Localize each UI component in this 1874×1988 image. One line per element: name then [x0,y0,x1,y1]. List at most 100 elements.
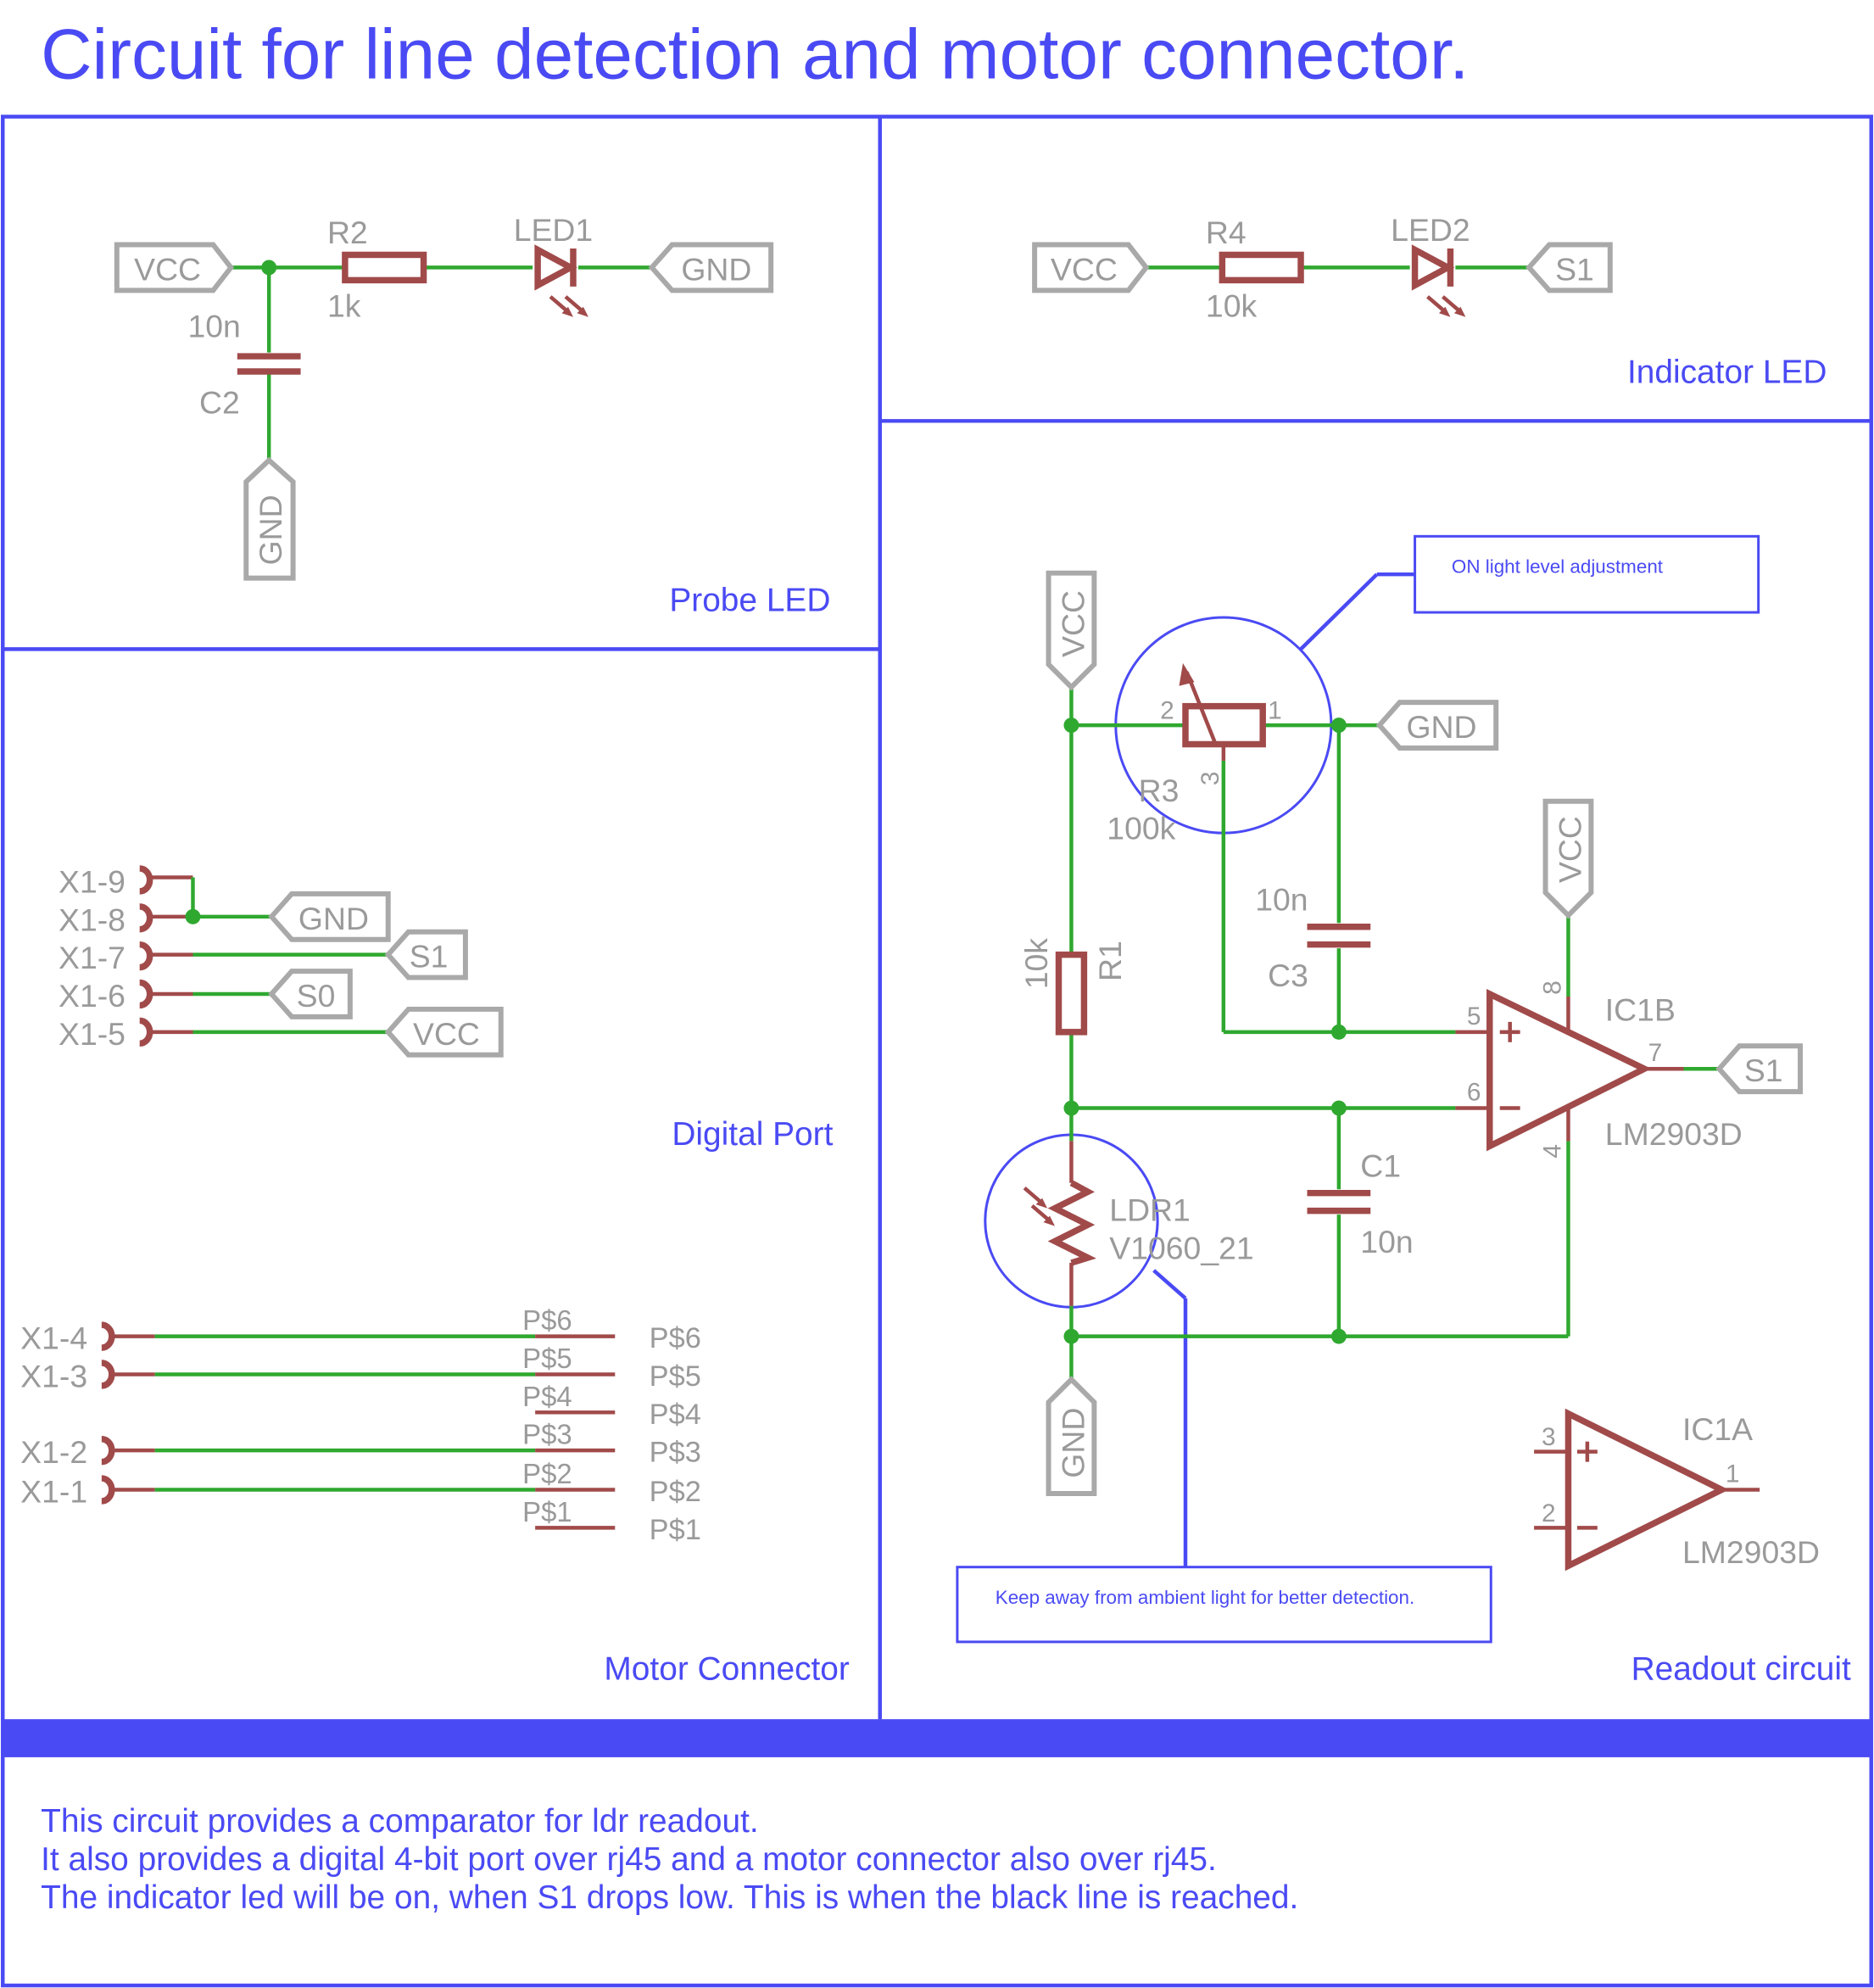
section-motor-connector: Motor Connector [604,1651,849,1688]
pin-number: 6 [1467,1079,1481,1107]
s1-flag: S1 [384,929,468,980]
vcc-flag: VCC [1046,570,1097,691]
c3-value: 10n [1255,881,1308,917]
pad-name: P$6 [522,1304,572,1336]
r1-value: 10k [1018,938,1054,990]
r4-value: 10k [1206,288,1258,324]
connector-contacts [139,865,153,1047]
indicator-led-circuit: VCC R4 10k LED2 S1 [1032,212,1613,324]
pin-number: 2 [1542,1499,1556,1527]
ic1a-name: IC1A [1682,1411,1753,1447]
gnd-flag-right: GND [648,242,774,293]
vcc-label: VCC [413,1016,480,1052]
pin-number: 1 [1726,1460,1740,1488]
junction-dot [1330,1100,1347,1116]
vcc-flag: VCC [1032,242,1150,293]
junction-dot [261,260,277,276]
pin-label: X1-4 [20,1321,87,1356]
r2-name: R2 [327,215,368,250]
note-top: ON light level adjustment [1452,556,1664,578]
r3-potentiometer [1182,702,1266,748]
led1-diode [534,244,588,317]
gnd-flag: GND [1046,1376,1097,1496]
junction-dot [1063,1100,1079,1116]
pad-label: P$6 [650,1322,701,1354]
gnd-label: GND [681,251,751,287]
gnd-flag-bottom: GND [243,456,296,581]
ic1b-name: IC1B [1605,991,1676,1027]
pad-label: P$2 [650,1476,701,1508]
vcc-label: VCC [134,251,201,287]
pin-label: X1-9 [59,863,125,899]
r1-name: R1 [1092,941,1128,981]
pin-label: X1-7 [59,940,125,975]
vcc-label: VCC [1552,816,1587,883]
pad-name: P$3 [522,1419,572,1450]
pad-label: P$4 [650,1399,701,1431]
r4-resistor [1219,251,1304,284]
motor-connector-circuit: X1-4 X1-3 X1-2 X1-1 P$6 P$5 P$4 P$3 P$2 … [20,1304,701,1546]
pin-number: 3 [1542,1423,1556,1451]
junction-dot [1330,718,1347,734]
s1-label: S1 [1744,1053,1783,1088]
pin-number: 7 [1648,1039,1663,1067]
c3-name: C3 [1268,958,1308,993]
gnd-label: GND [253,494,288,565]
vcc-flag: VCC [1542,798,1594,919]
vcc-label: VCC [1055,590,1090,657]
vcc-label: VCC [1051,251,1118,287]
junction-dot [1330,1328,1347,1344]
title-bar [3,1719,1871,1757]
pin-number: 1 [1268,697,1282,725]
ldr1-value: V1060_21 [1109,1230,1253,1265]
digital-port-circuit: X1-9 X1-8 X1-7 X1-6 X1-5 GND [59,863,504,1058]
description-line: It also provides a digital 4-bit port ov… [41,1841,1217,1878]
gnd-label: GND [298,901,369,936]
frame-lines [1,114,1873,1988]
led1-name: LED1 [514,212,593,248]
pin-label: X1-8 [59,902,125,937]
junction-dot [1063,1328,1079,1344]
pad-name: P$1 [522,1496,572,1527]
section-readout-circuit: Readout circuit [1631,1651,1851,1688]
connector-contacts [101,1321,115,1505]
pad-name: P$2 [522,1458,572,1489]
junction-dot [1063,718,1079,734]
pin-label: X1-1 [20,1473,87,1509]
ic1b-opamp [1455,989,1684,1152]
s1-flag: S1 [1525,242,1613,293]
gnd-label: GND [1406,709,1476,745]
r2-resistor [342,251,427,284]
pin-label: X1-2 [20,1434,87,1470]
section-probe-led: Probe LED [669,583,830,619]
s1-flag: S1 [1715,1043,1804,1095]
s0-label: S0 [297,978,336,1014]
c2-name: C2 [199,384,240,420]
note-bottom: Keep away from ambient light for better … [996,1587,1414,1608]
junction-dot [185,908,201,924]
led2-name: LED2 [1391,212,1470,248]
readout-circuit: ON light level adjustment Keep away from… [956,534,1820,1644]
pin-number: 3 [1196,772,1224,786]
junction-dot [1330,1024,1347,1040]
pin-label: X1-3 [20,1358,87,1393]
pad-label: P$1 [650,1514,701,1546]
c1-name: C1 [1360,1148,1401,1183]
pad-name: P$5 [522,1343,572,1374]
r4-name: R4 [1206,215,1247,250]
ldr1-photoresistor [1023,1141,1096,1306]
c2-value: 10n [188,309,241,344]
vcc-flag: VCC [384,1006,504,1058]
c1-value: 10n [1360,1224,1413,1259]
pad-name: P$4 [522,1381,572,1412]
section-indicator-led: Indicator LED [1627,354,1827,390]
gnd-label: GND [1055,1408,1090,1478]
r3-value: 100k [1107,811,1175,846]
ldr1-name: LDR1 [1109,1192,1191,1228]
pin-number: 5 [1467,1002,1481,1030]
gnd-flag: GND [268,891,391,942]
pin-number: 8 [1538,980,1566,995]
description-line: The indicator led will be on, when S1 dr… [41,1879,1298,1916]
pin-number: 2 [1160,697,1174,725]
